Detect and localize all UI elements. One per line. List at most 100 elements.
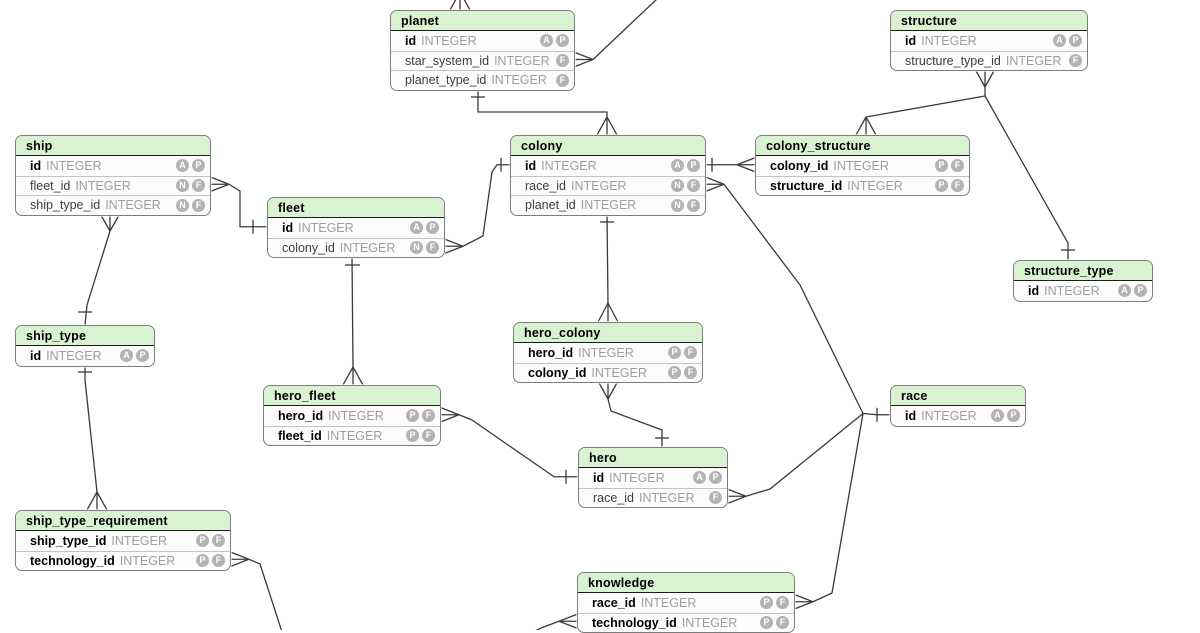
table-header[interactable]: hero_colony bbox=[514, 323, 702, 343]
connector-line bbox=[984, 95, 1069, 260]
p-key-badge-icon: P bbox=[668, 346, 681, 360]
field-type: INTEGER bbox=[491, 73, 547, 88]
field-name: colony_id bbox=[282, 240, 335, 255]
field-row-planet-planet_type_id[interactable]: planet_type_id INTEGER F bbox=[391, 70, 574, 90]
table-name: colony_structure bbox=[766, 139, 871, 153]
connector-line bbox=[723, 183, 864, 414]
f-key-badge-icon: F bbox=[684, 366, 697, 380]
connector-line bbox=[727, 495, 747, 504]
connector-line bbox=[458, 414, 578, 478]
p-key-badge-icon: P bbox=[426, 221, 439, 235]
table-ship_type_requirement[interactable]: ship_type_requirement ship_type_id INTEG… bbox=[15, 510, 231, 571]
f-key-badge-icon: F bbox=[556, 73, 569, 87]
field-name: colony_id bbox=[770, 158, 829, 173]
field-row-planet-star_system_id[interactable]: star_system_id INTEGER F bbox=[391, 50, 574, 71]
field-name: structure_id bbox=[770, 178, 843, 193]
connector-line bbox=[248, 558, 283, 630]
p-key-badge-icon: P bbox=[1069, 34, 1082, 48]
table-name: hero_colony bbox=[524, 326, 601, 340]
table-header[interactable]: ship_type_requirement bbox=[16, 511, 230, 531]
p-key-badge-icon: P bbox=[1134, 284, 1147, 298]
table-header[interactable]: knowledge bbox=[578, 573, 794, 593]
p-key-badge-icon: P bbox=[406, 429, 419, 443]
field-type: INTEGER bbox=[571, 178, 627, 193]
table-header[interactable]: ship bbox=[16, 136, 210, 156]
table-header[interactable]: structure_type bbox=[1014, 261, 1152, 281]
connector-line bbox=[727, 488, 747, 497]
connector-line bbox=[230, 558, 250, 567]
a-key-badge-icon: A bbox=[671, 159, 684, 173]
field-name: id bbox=[1028, 283, 1040, 298]
n-key-badge-icon: N bbox=[176, 198, 189, 212]
field-name: structure_type_id bbox=[905, 53, 1001, 68]
connector-line bbox=[228, 183, 267, 228]
table-header[interactable]: race bbox=[891, 386, 1025, 406]
connector-line bbox=[794, 601, 814, 610]
table-header[interactable]: fleet bbox=[268, 198, 444, 218]
connector-line bbox=[440, 414, 460, 423]
table-header[interactable]: planet bbox=[391, 11, 574, 31]
table-header[interactable]: hero_fleet bbox=[264, 386, 440, 406]
table-name: hero_fleet bbox=[274, 389, 336, 403]
field-name: planet_id bbox=[525, 198, 576, 213]
connector-line bbox=[607, 380, 619, 400]
table-name: ship_type_requirement bbox=[26, 514, 168, 528]
field-type: INTEGER bbox=[46, 158, 102, 173]
connector-line bbox=[342, 366, 354, 386]
field-row-hero-race_id[interactable]: race_id INTEGER F bbox=[579, 487, 727, 508]
table-header[interactable]: colony_structure bbox=[756, 136, 969, 156]
table-header[interactable]: colony bbox=[511, 136, 705, 156]
table-header[interactable]: ship_type bbox=[16, 326, 154, 346]
table-header[interactable]: hero bbox=[579, 448, 727, 468]
connector-line bbox=[736, 157, 756, 166]
field-name: race_id bbox=[593, 490, 634, 505]
connector-line bbox=[84, 364, 98, 493]
table-header[interactable]: structure bbox=[891, 11, 1087, 31]
field-row-structure-structure_type_id[interactable]: structure_type_id INTEGER F bbox=[891, 50, 1087, 71]
